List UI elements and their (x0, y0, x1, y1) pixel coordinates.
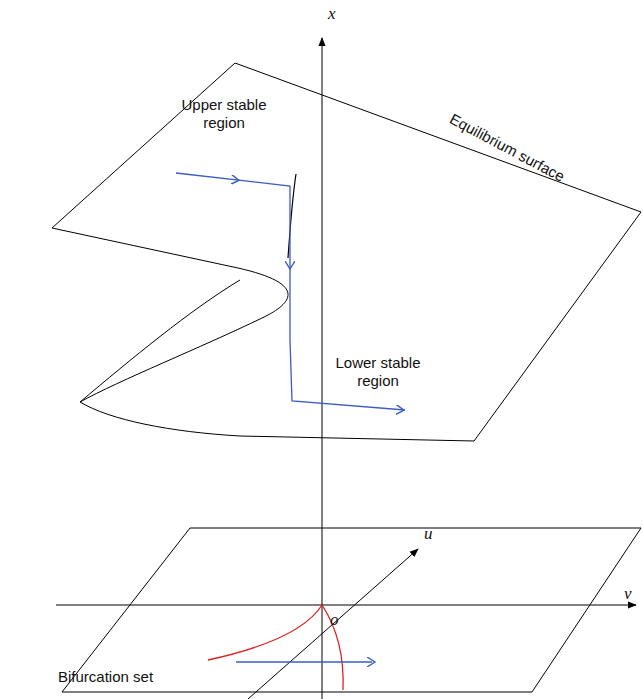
fold-line (288, 174, 296, 258)
axis-label: v (624, 584, 632, 604)
bifurcation-label: Bifurcation set (58, 668, 153, 686)
trajectory-arrowhead (176, 173, 236, 180)
axis-label: x (328, 4, 336, 24)
control-plane (62, 528, 641, 692)
equilibrium-surface (52, 63, 641, 441)
fold-edge (80, 280, 240, 402)
fold-edge (52, 228, 288, 402)
origin-label: o (330, 610, 339, 630)
x-axis (322, 38, 323, 699)
region-label: Lower stable region (322, 354, 434, 390)
v-axis (56, 605, 636, 606)
trajectory-arrowhead (292, 401, 401, 410)
trajectory-arrowhead (290, 186, 291, 266)
u-axis (248, 549, 418, 699)
axis-label: u (424, 524, 433, 544)
bifurcation-curve (322, 605, 343, 690)
fold-edge (80, 402, 474, 441)
surface-label: Equilibrium surface (447, 110, 568, 186)
control-path-arrow (236, 661, 372, 662)
region-label: Upper stable region (168, 96, 280, 132)
bifurcation-curve (208, 605, 322, 660)
